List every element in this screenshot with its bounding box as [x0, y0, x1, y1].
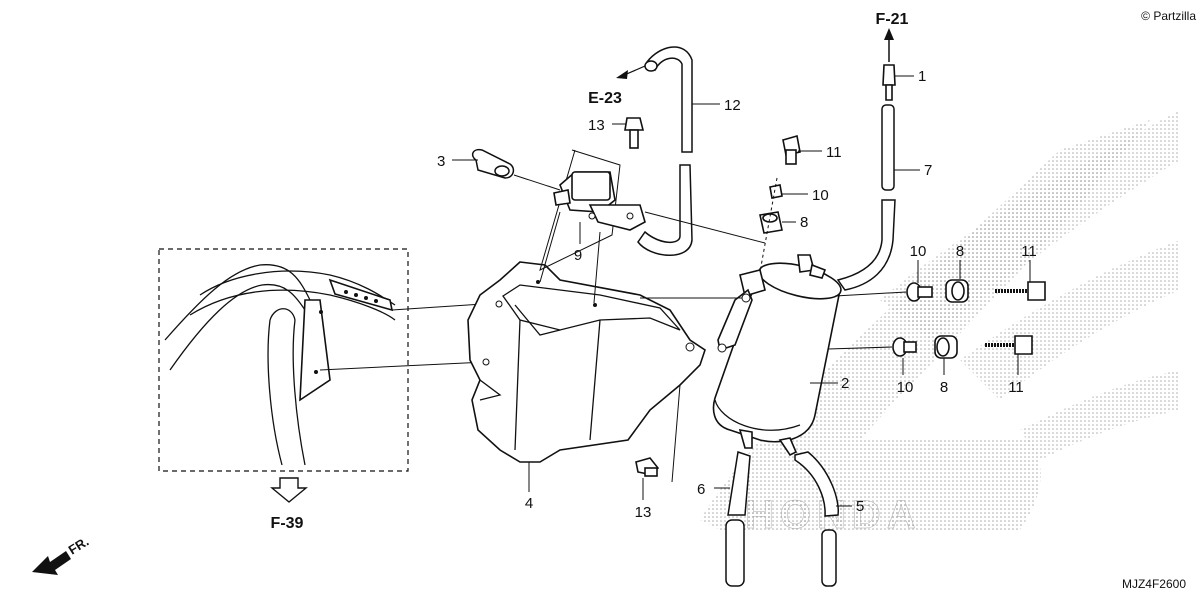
diagram-code: MJZ4F2600	[1122, 577, 1186, 591]
evap-canister[interactable]	[712, 254, 845, 457]
frame-detail-inset	[158, 248, 409, 472]
copyright-text: © Partzilla	[1141, 9, 1196, 23]
callout-leaders	[452, 75, 1031, 507]
hose-7[interactable]	[836, 104, 896, 291]
ref-f21: F-21	[876, 11, 909, 28]
grommet-8-upper[interactable]	[759, 211, 783, 234]
callout-3: 3	[437, 153, 445, 170]
callout-13-lower: 13	[635, 504, 652, 521]
callout-10-right-bottom: 10	[897, 379, 914, 396]
callout-11-right-top: 11	[1021, 243, 1037, 260]
ref-front: FR.	[66, 534, 92, 558]
collar-10-upper[interactable]	[769, 184, 783, 199]
bolt-11-upper[interactable]	[782, 134, 801, 165]
callout-10-upper: 10	[812, 187, 829, 204]
bolt-13-lower[interactable]	[635, 457, 660, 477]
frame-tube	[164, 264, 396, 466]
callout-7: 7	[924, 162, 932, 179]
f39-arrow-icon	[270, 477, 308, 503]
collar-10-right-bottom[interactable]	[892, 337, 917, 357]
callout-9: 9	[574, 247, 582, 264]
bolt-11-right-top[interactable]	[995, 281, 1046, 301]
callout-6: 6	[697, 481, 705, 498]
callout-8-upper: 8	[800, 214, 808, 231]
callout-8-right-top: 8	[956, 243, 964, 260]
callout-11-upper: 11	[826, 144, 842, 161]
callout-4: 4	[525, 495, 533, 512]
tube-1[interactable]	[882, 28, 896, 101]
front-arrow-icon	[32, 551, 71, 575]
hose-3[interactable]	[471, 148, 515, 179]
grommet-8-right-top[interactable]	[945, 279, 969, 303]
bolt-13-upper[interactable]	[624, 117, 645, 149]
hose-5[interactable]	[794, 451, 839, 587]
callout-8-right-bottom: 8	[940, 379, 948, 396]
ref-f39: F-39	[271, 515, 304, 532]
hose-12[interactable]	[637, 46, 693, 256]
collar-10-right-top[interactable]	[906, 282, 933, 302]
ref-e23: E-23	[588, 90, 622, 107]
callout-10-right-top: 10	[910, 243, 927, 260]
grommet-8-right-bottom[interactable]	[934, 335, 958, 359]
bolt-11-right-bottom[interactable]	[985, 335, 1033, 355]
callout-2: 2	[841, 375, 849, 392]
e23-arrow-icon	[616, 65, 646, 79]
callout-12: 12	[724, 97, 741, 114]
canister-cover[interactable]	[467, 261, 706, 463]
callout-13-upper: 13	[588, 117, 605, 134]
callout-1: 1	[918, 68, 926, 85]
callout-11-right-bottom: 11	[1008, 379, 1024, 396]
hose-6[interactable]	[725, 451, 751, 587]
callout-5: 5	[856, 498, 864, 515]
purge-control-valve[interactable]	[539, 149, 646, 271]
